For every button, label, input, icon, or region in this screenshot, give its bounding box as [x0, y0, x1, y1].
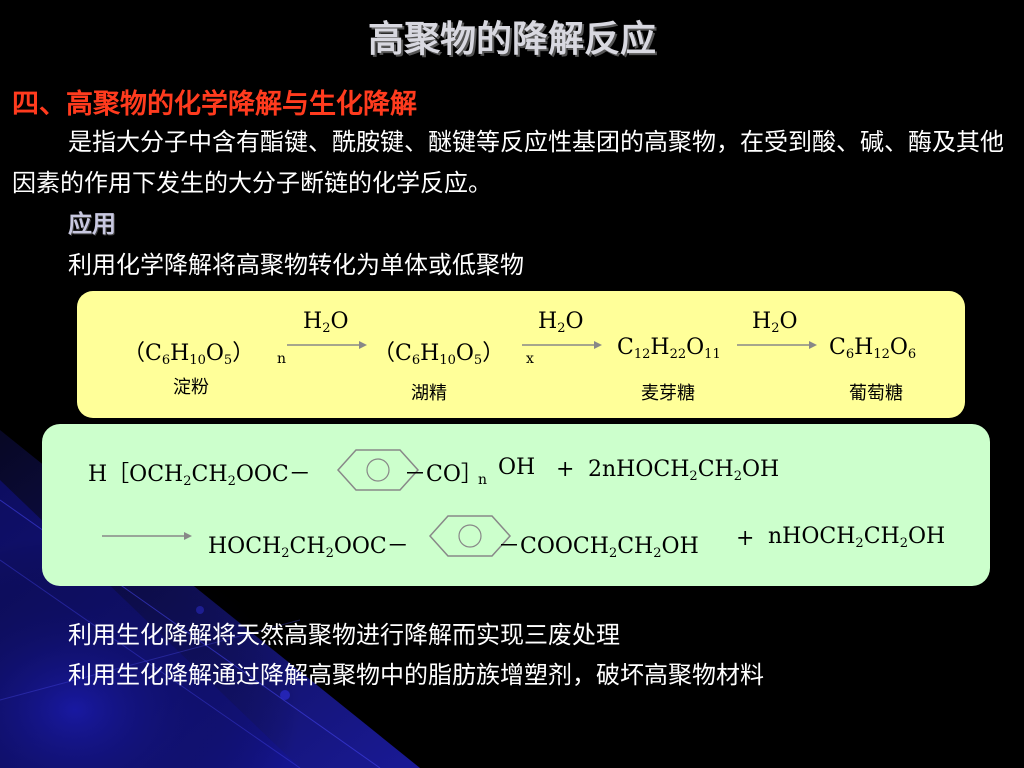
product-prefix: HOCH2CH2OOC－ [208, 534, 409, 561]
biochemical-degradation-line-1: 利用生化降解将天然高聚物进行降解而实现三废处理 [68, 621, 620, 649]
application-heading: 应用 [68, 210, 116, 238]
biochemical-degradation-line-2: 利用生化降解通过降解高聚物中的脂肪族增塑剂，破坏高聚物材料 [68, 661, 764, 689]
section-heading: 四、高聚物的化学降解与生化降解 [12, 89, 417, 120]
arrow-2 [522, 341, 602, 349]
arrow-label-h2o-2: H2O [538, 309, 584, 336]
arrow-label-h2o-1: H2O [303, 309, 349, 336]
formula-maltose: C12H22O11 [617, 335, 721, 362]
name-dextrin: 湖精 [411, 383, 447, 404]
byproduct-glycol: nHOCH2CH2OH [768, 524, 946, 551]
plus-sign-2: + [736, 526, 755, 551]
name-maltose: 麦芽糖 [641, 383, 695, 404]
formula-glucose: C6H12O6 [829, 335, 917, 362]
name-glucose: 葡萄糖 [849, 383, 903, 404]
product-suffix: －COOCH2CH2OH [498, 534, 699, 561]
chemical-degradation-line: 利用化学降解将高聚物转化为单体或低聚物 [68, 251, 524, 279]
definition-paragraph: 是指大分子中含有酯键、酰胺键、醚键等反应性基团的高聚物，在受到酸、碱、酶及其他因… [12, 128, 1004, 197]
reactant-prefix: H［OCH2CH2OOC－ [88, 462, 311, 489]
arrow-1 [287, 341, 367, 349]
reagent-glycol: 2nHOCH2CH2OH [588, 457, 780, 484]
slide-title: 高聚物的降解反应 [367, 19, 656, 60]
formula-dextrin: （C6H10O5） [373, 341, 505, 368]
arrow-3 [737, 341, 817, 349]
dextrin-subscript: x [526, 351, 534, 367]
starch-subscript: n [277, 351, 287, 367]
plus-sign-1: + [556, 457, 575, 482]
reactant-subscript: n [478, 472, 488, 488]
polyester-glycolysis-box: H［OCH2CH2OOC－ －CO］ n OH + 2nHOCH2CH2OH H… [42, 424, 990, 586]
reaction-arrow [102, 532, 192, 540]
starch-hydrolysis-box: H2O H2O H2O （C6H10O5） n （C6H10O5） x C12H… [77, 291, 965, 418]
formula-starch: （C6H10O5） [123, 341, 255, 368]
benzene-ring-icon-2 [428, 515, 512, 557]
reactant-end: OH [498, 455, 536, 480]
reactant-mid: －CO］ [404, 462, 483, 487]
benzene-ring-icon-1 [336, 449, 420, 491]
name-starch: 淀粉 [173, 377, 209, 398]
arrow-label-h2o-3: H2O [752, 309, 798, 336]
